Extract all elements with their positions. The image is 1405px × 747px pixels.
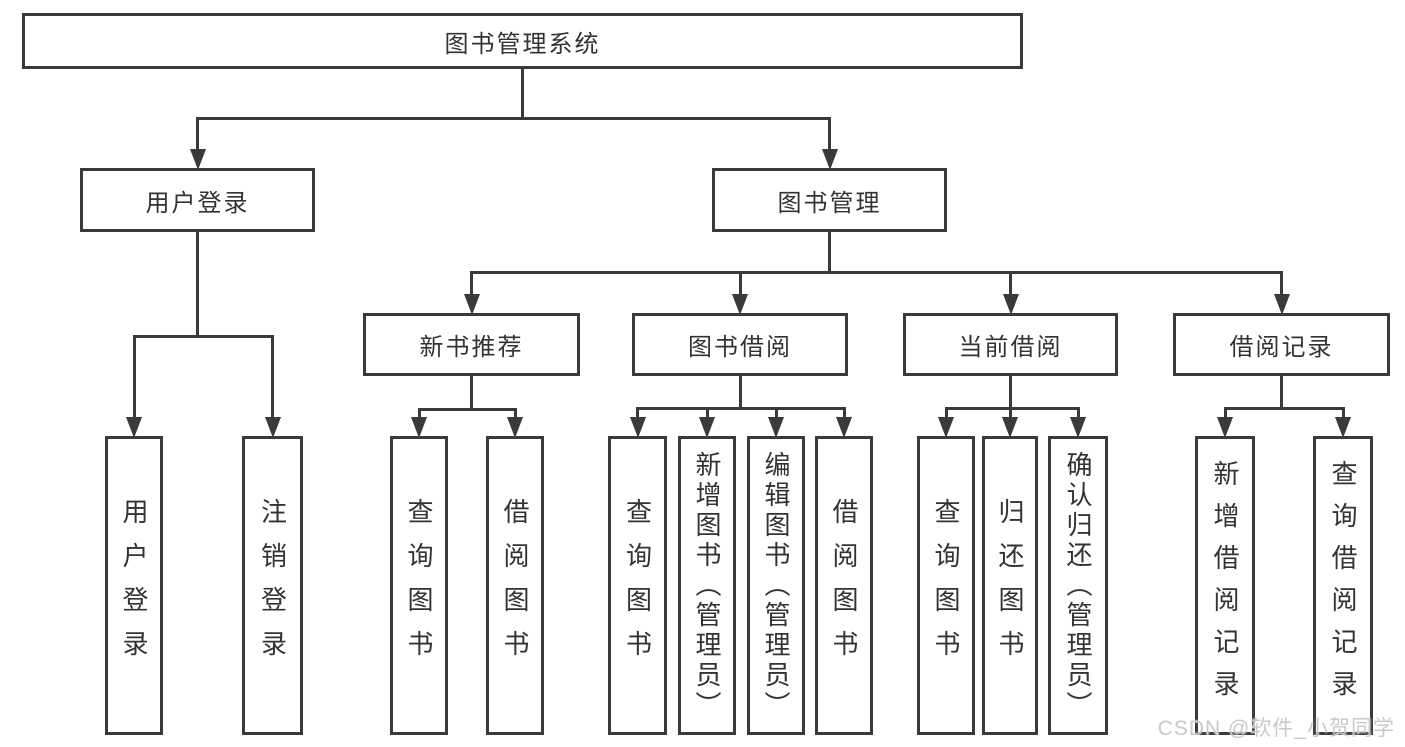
node-label: 归还图书 xyxy=(995,497,1025,674)
node-leaf-logout: 注销登录 xyxy=(242,436,303,735)
node-label: 查询图书 xyxy=(622,497,653,674)
arrowhead-leaf-cb-return xyxy=(1002,417,1018,438)
edge-drop-book-mgmt xyxy=(828,120,831,149)
node-label: 新增借阅记录 xyxy=(1210,459,1240,712)
node-label: 查询借阅记录 xyxy=(1328,459,1358,712)
node-label: 图书管理 xyxy=(777,189,882,217)
edge-drop-leaf-bb-edit xyxy=(774,410,778,417)
edge-stem-current-borrow xyxy=(1009,376,1012,410)
node-label: 用户登录 xyxy=(119,497,149,674)
node-current-borrow: 当前借阅 xyxy=(903,313,1118,376)
edge-drop-leaf-br-add xyxy=(1223,410,1227,417)
node-label: 查询图书 xyxy=(931,497,961,674)
arrowhead-borrow-records xyxy=(1273,294,1290,315)
node-book-mgmt: 图书管理 xyxy=(712,168,947,232)
edge-drop-leaf-bb-query xyxy=(636,410,639,417)
edge-drop-leaf-nbr-query xyxy=(417,411,421,417)
node-leaf-cb-query: 查询图书 xyxy=(917,436,975,735)
edge-drop-leaf-cb-return xyxy=(1008,410,1012,417)
arrowhead-new-book-rec xyxy=(463,294,480,315)
edge-drop-leaf-br-query xyxy=(1341,410,1345,417)
arrowhead-leaf-br-add xyxy=(1217,417,1233,438)
edge-stem-root xyxy=(521,69,524,120)
node-leaf-bb-query: 查询图书 xyxy=(608,436,667,735)
arrowhead-leaf-logout xyxy=(264,417,281,438)
arrowhead-leaf-bb-edit xyxy=(768,417,784,438)
arrowhead-user-login xyxy=(189,149,206,170)
arrowhead-leaf-cb-confirm xyxy=(1070,417,1086,438)
edge-drop-leaf-cb-query xyxy=(944,410,948,417)
arrowhead-book-borrow xyxy=(732,294,748,315)
node-leaf-nbr-borrow: 借阅图书 xyxy=(486,436,544,735)
edge-drop-book-borrow xyxy=(738,274,742,294)
edge-drop-leaf-logout xyxy=(271,338,274,417)
node-label: 借阅图书 xyxy=(829,497,859,674)
node-book-borrow: 图书借阅 xyxy=(632,313,848,376)
arrowhead-leaf-bb-borrow xyxy=(836,417,852,438)
edge-bar-user-login xyxy=(132,335,274,338)
node-label: 图书借阅 xyxy=(688,334,792,361)
edge-drop-leaf-user-login xyxy=(132,338,136,417)
node-leaf-br-add: 新增借阅记录 xyxy=(1195,436,1255,735)
edge-stem-new-book-rec xyxy=(470,376,473,411)
edge-drop-current-borrow xyxy=(1009,274,1012,294)
edge-bar-book-mgmt xyxy=(470,271,1283,274)
edge-drop-new-book-rec xyxy=(470,274,473,294)
arrowhead-book-mgmt xyxy=(821,149,838,170)
node-leaf-cb-return: 归还图书 xyxy=(982,436,1038,735)
arrowhead-current-borrow xyxy=(1002,294,1019,315)
node-label: 新增图书（管理员） xyxy=(692,450,722,721)
arrowhead-leaf-cb-query xyxy=(938,417,954,438)
node-label: 图书管理系统 xyxy=(444,30,601,58)
edge-stem-book-mgmt xyxy=(828,232,831,274)
node-leaf-user-login: 用户登录 xyxy=(105,436,163,735)
csdn-watermark: CSDN @软件_小贺同学 xyxy=(1157,717,1395,740)
node-label: 确认归还（管理员） xyxy=(1063,450,1093,721)
node-root: 图书管理系统 xyxy=(22,13,1023,69)
node-leaf-bb-borrow: 借阅图书 xyxy=(815,436,873,735)
edge-drop-user-login xyxy=(196,120,199,149)
arrowhead-leaf-user-login xyxy=(126,417,142,438)
edge-stem-user-login xyxy=(196,232,199,338)
arrowhead-leaf-bb-query xyxy=(629,417,646,438)
arrowhead-leaf-bb-add xyxy=(699,417,715,438)
node-leaf-bb-edit: 编辑图书（管理员） xyxy=(747,436,805,735)
node-leaf-br-query: 查询借阅记录 xyxy=(1313,436,1373,735)
node-borrow-records: 借阅记录 xyxy=(1173,313,1390,376)
edge-stem-book-borrow xyxy=(738,376,742,410)
node-label: 用户登录 xyxy=(145,189,250,217)
node-label: 注销登录 xyxy=(257,497,288,674)
arrowhead-leaf-nbr-query xyxy=(411,417,427,438)
edge-stem-borrow-records xyxy=(1280,376,1283,410)
edge-drop-leaf-bb-borrow xyxy=(842,410,846,417)
node-label: 借阅图书 xyxy=(500,497,530,674)
node-user-login: 用户登录 xyxy=(80,168,315,232)
edge-drop-leaf-cb-confirm xyxy=(1076,410,1080,417)
node-label: 查询图书 xyxy=(404,497,434,674)
edge-bar-book-borrow xyxy=(636,407,846,410)
edge-drop-leaf-nbr-borrow xyxy=(513,411,517,417)
edge-bar-new-book-rec xyxy=(417,408,517,411)
edge-bar-root xyxy=(196,117,831,120)
node-new-book-rec: 新书推荐 xyxy=(363,313,580,376)
edge-drop-borrow-records xyxy=(1280,274,1283,294)
node-label: 当前借阅 xyxy=(958,334,1063,361)
node-label: 编辑图书（管理员） xyxy=(761,450,791,721)
edge-bar-borrow-records xyxy=(1223,407,1345,410)
edge-bar-current-borrow xyxy=(944,407,1080,410)
node-leaf-bb-add: 新增图书（管理员） xyxy=(678,436,736,735)
node-label: 借阅记录 xyxy=(1229,334,1334,361)
node-leaf-nbr-query: 查询图书 xyxy=(390,436,448,735)
edge-drop-leaf-bb-add xyxy=(705,410,709,417)
arrowhead-leaf-nbr-borrow xyxy=(507,417,523,438)
arrowhead-leaf-br-query xyxy=(1335,417,1351,438)
node-leaf-cb-confirm: 确认归还（管理员） xyxy=(1048,436,1108,735)
node-label: 新书推荐 xyxy=(419,334,524,361)
